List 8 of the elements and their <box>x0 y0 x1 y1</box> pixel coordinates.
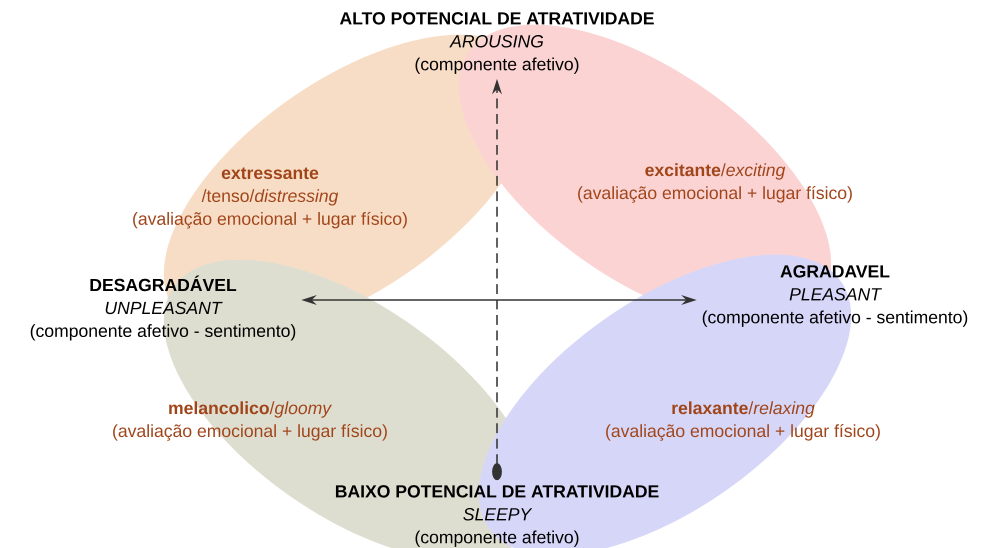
region-label: melancolico/gloomy (avaliação emocional + lugar físico) <box>113 401 387 441</box>
region-label: excitante/exciting (avaliação emocional + lugar físico) <box>578 163 852 203</box>
axis-label: ALTO POTENCIAL DE ATRATIVIDADE AROUSING (componente afetivo) <box>340 12 654 74</box>
axis-label: BAIXO POTENCIAL DE ATRATIVIDADE SLEEPY (componente afetivo) <box>336 485 659 547</box>
region-label: relaxante/relaxing (avaliação emocional + lugar físico) <box>606 401 880 441</box>
axis-label: DESAGRADÁVEL UNPLEASANT (componente afetivo - sentimento) <box>30 276 296 341</box>
axis-label: AGRADAVEL PLEASANT (componente afetivo - sentimento) <box>702 265 968 327</box>
region-label: extressante /tenso/distressing (avaliação emocional + lugar físico) <box>133 168 407 229</box>
